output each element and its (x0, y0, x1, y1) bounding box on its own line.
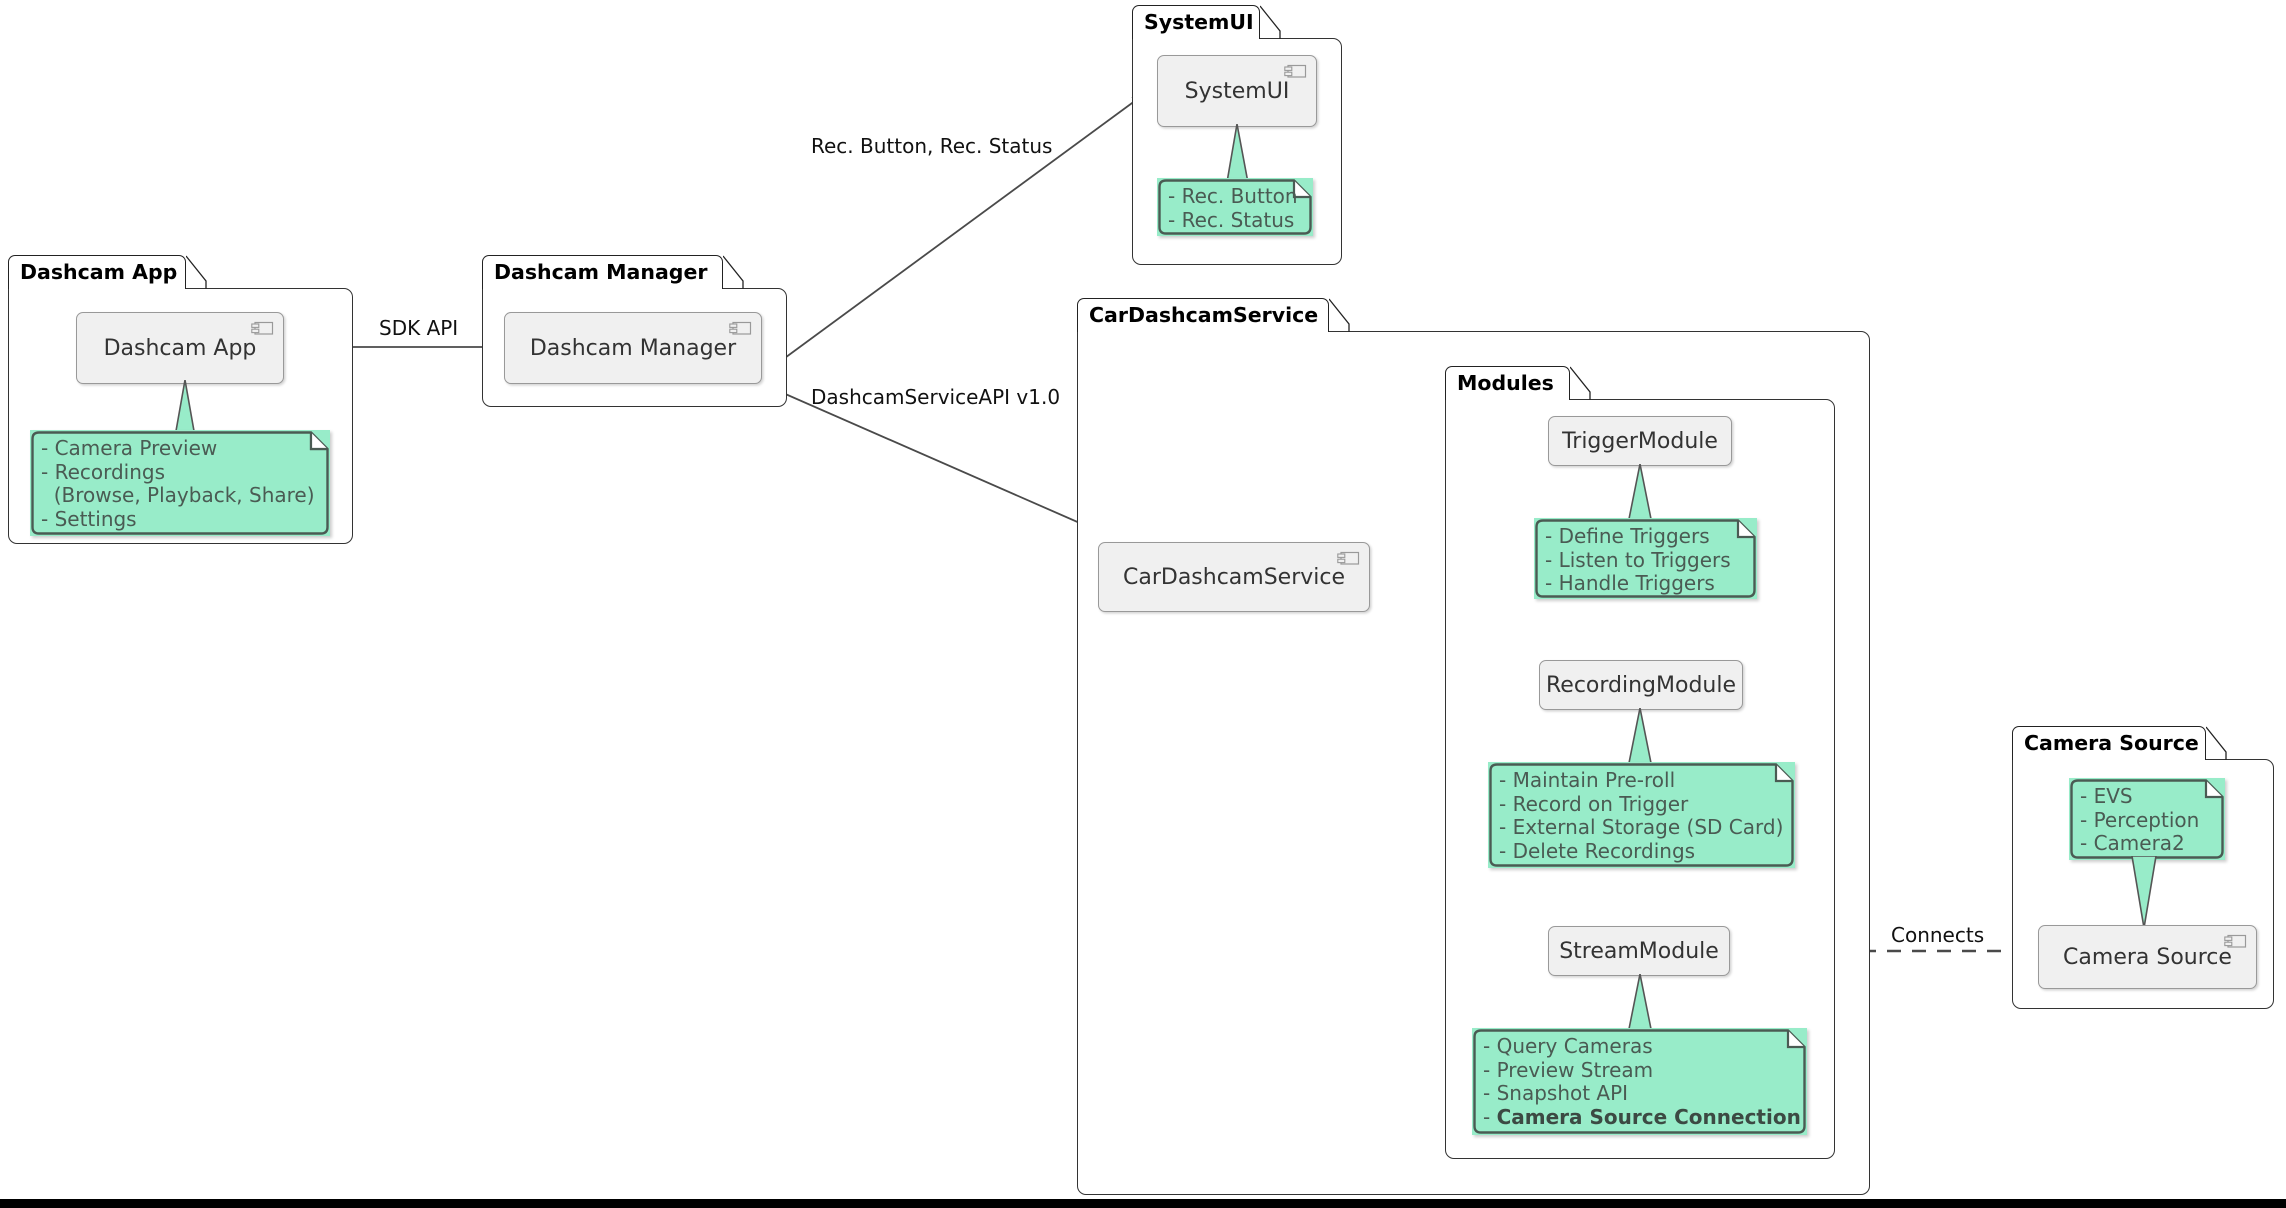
note-text-stream-module: - Query Cameras - Preview Stream - Snaps… (1483, 1034, 1801, 1129)
package-tab-car-dashcam-service: CarDashcamService (1077, 298, 1329, 332)
note-connector-stream-module (1627, 974, 1653, 1035)
note-dashcam-app: - Camera Preview - Recordings (Browse, P… (30, 430, 330, 536)
note-text-camera-source: - EVS - Perception - Camera2 (2080, 784, 2200, 855)
note-text-stream-module-bold: Camera Source Connection (1496, 1104, 1801, 1129)
component-dashcam-manager[interactable]: Dashcam Manager (504, 312, 762, 384)
component-label-dashcam-app: Dashcam App (103, 335, 257, 361)
package-tab-system-ui: SystemUI (1132, 5, 1260, 39)
edge-label-sdk-api: SDK API (379, 316, 459, 340)
component-camera-source[interactable]: Camera Source (2038, 925, 2257, 989)
note-text-dashcam-app: - Camera Preview - Recordings (Browse, P… (41, 436, 315, 531)
note-system-ui: - Rec. Button - Rec. Status (1157, 178, 1313, 236)
package-tab-slant-dashcam-app (186, 255, 207, 289)
component-icon (1337, 551, 1360, 565)
note-text-stream-module-prefix: - Query Cameras - Preview Stream - Snaps… (1483, 1034, 1654, 1129)
package-title-dashcam-manager: Dashcam Manager (494, 260, 708, 285)
component-icon (1284, 64, 1307, 78)
note-trigger-module: - Define Triggers - Listen to Triggers -… (1534, 518, 1757, 599)
component-label-stream-module: StreamModule (1559, 938, 1719, 964)
component-car-dashcam-service[interactable]: CarDashcamService (1098, 542, 1370, 612)
package-tab-slant-dashcam-manager (723, 255, 744, 289)
note-text-system-ui: - Rec. Button - Rec. Status (1168, 184, 1298, 232)
package-title-system-ui: SystemUI (1144, 10, 1254, 35)
component-system-ui[interactable]: SystemUI (1157, 55, 1317, 127)
component-stream-module[interactable]: StreamModule (1548, 926, 1730, 976)
component-label-dashcam-manager: Dashcam Manager (529, 335, 737, 361)
package-tab-dashcam-manager: Dashcam Manager (482, 255, 723, 289)
package-tab-slant-system-ui (1260, 5, 1281, 39)
note-connector-trigger-module (1627, 464, 1653, 525)
component-label-camera-source: Camera Source (2063, 944, 2232, 970)
note-text-trigger-module: - Define Triggers - Listen to Triggers -… (1545, 524, 1731, 595)
note-connector-camera-source (2131, 856, 2157, 929)
component-icon (251, 321, 274, 335)
package-tab-slant-camera-source (2206, 726, 2227, 760)
package-tab-dashcam-app: Dashcam App (8, 255, 186, 289)
note-camera-source: - EVS - Perception - Camera2 (2069, 778, 2225, 860)
component-label-trigger-module: TriggerModule (1562, 428, 1718, 454)
package-title-car-dashcam-service: CarDashcamService (1089, 303, 1319, 328)
package-tab-camera-source: Camera Source (2012, 726, 2206, 760)
component-label-system-ui: SystemUI (1184, 78, 1290, 104)
note-connector-recording-module (1627, 708, 1653, 769)
package-tab-modules: Modules (1445, 366, 1570, 400)
component-icon (729, 321, 752, 335)
edge-label-rec-button-status: Rec. Button, Rec. Status (811, 134, 1053, 158)
package-tab-slant-modules (1570, 366, 1591, 400)
component-label-car-dashcam-service: CarDashcamService (1122, 564, 1346, 590)
package-title-camera-source: Camera Source (2024, 731, 2199, 756)
component-label-recording-module: RecordingModule (1545, 672, 1737, 698)
edge-label-dashcam-service-api: DashcamServiceAPI v1.0 (811, 385, 1061, 409)
component-trigger-module[interactable]: TriggerModule (1548, 416, 1732, 466)
component-recording-module[interactable]: RecordingModule (1539, 660, 1743, 710)
package-title-dashcam-app: Dashcam App (20, 260, 178, 285)
component-dashcam-app[interactable]: Dashcam App (76, 312, 284, 384)
note-stream-module: - Query Cameras - Preview Stream - Snaps… (1472, 1028, 1807, 1135)
bottom-border (0, 1199, 2286, 1208)
note-text-recording-module: - Maintain Pre-roll - Record on Trigger … (1499, 768, 1784, 863)
package-title-modules: Modules (1457, 371, 1554, 396)
edge-label-connects: Connects (1891, 923, 1985, 947)
note-recording-module: - Maintain Pre-roll - Record on Trigger … (1488, 762, 1795, 868)
package-tab-slant-car-dashcam-service (1329, 298, 1350, 332)
component-icon (2224, 934, 2247, 948)
